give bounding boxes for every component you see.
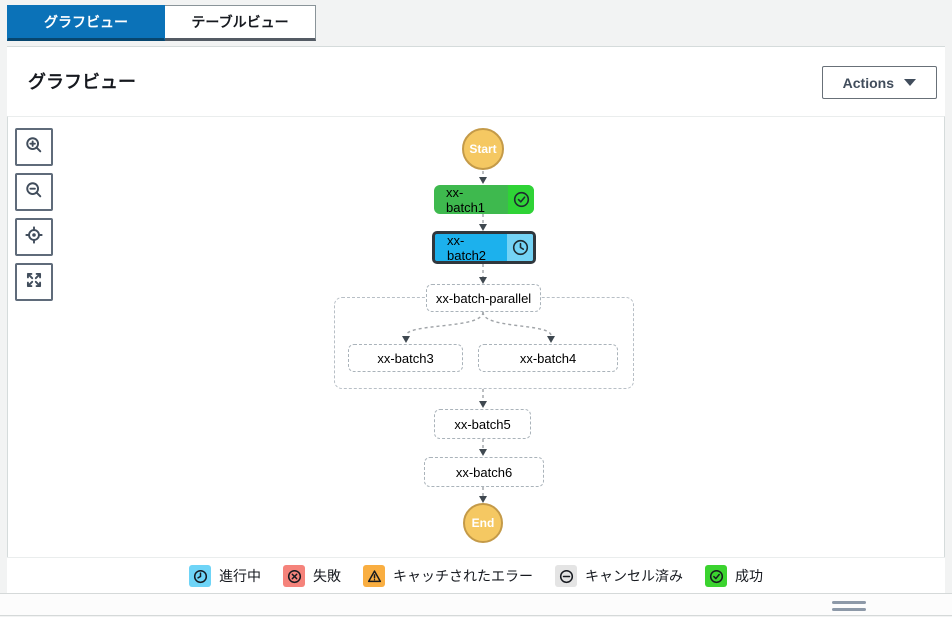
zoom-out-button[interactable] [15,173,53,211]
legend-item-in-progress: 進行中 [189,565,261,587]
tab-graph-view[interactable]: グラフビュー [7,5,165,41]
legend-label: キャンセル済み [585,568,683,584]
check-circle-icon [508,185,534,214]
end-node: End [463,503,503,543]
state-node-label: xx-batch1 [446,185,486,214]
legend-item-caught-error: キャッチされたエラー [363,565,533,587]
canvas-toolbar [15,128,53,301]
warning-triangle-icon [363,565,385,587]
start-node: Start [462,128,504,170]
legend-label: 進行中 [219,568,261,584]
check-circle-icon [705,565,727,587]
view-tabs: グラフビュー テーブルビュー [7,5,316,41]
zoom-in-button[interactable] [15,128,53,166]
fit-to-view-button[interactable] [15,263,53,301]
chevron-down-icon [904,79,916,86]
graph-edges [402,171,555,503]
graph-canvas[interactable]: Start xx-batch1 xx-batch2 [7,116,945,557]
actions-button-label: Actions [842,74,894,91]
legend-label: 失敗 [313,568,341,584]
center-focus-button[interactable] [15,218,53,256]
minus-circle-icon [555,565,577,587]
start-node-label: Start [469,142,497,156]
state-node-batch3[interactable]: xx-batch3 [348,344,463,372]
state-node-batch6[interactable]: xx-batch6 [424,457,544,487]
zoom-in-icon [25,136,43,159]
clock-icon [189,565,211,587]
x-circle-icon [283,565,305,587]
zoom-out-icon [25,181,43,204]
fit-to-view-icon [25,271,43,294]
legend-item-succeeded: 成功 [705,565,763,587]
end-node-label: End [471,516,495,530]
state-node-batch1[interactable]: xx-batch1 [434,185,534,214]
state-node-label: xx-batch2 [447,232,487,263]
tab-table-view[interactable]: テーブルビュー [165,5,316,41]
actions-button[interactable]: Actions [821,66,937,99]
resize-handle[interactable] [832,601,866,611]
legend-label: キャッチされたエラー [393,568,533,584]
state-node-batch5[interactable]: xx-batch5 [434,409,531,439]
state-node-batch2[interactable]: xx-batch2 [432,231,536,264]
split-panel-strip [0,593,952,616]
legend-item-failed: 失敗 [283,565,341,587]
center-focus-icon [25,225,43,249]
status-legend: 進行中 失敗 キャ [7,557,945,594]
page-title: グラフビュー [28,72,136,92]
legend-label: 成功 [735,568,763,584]
graph-view-panel: グラフビュー Actions [7,46,945,594]
legend-item-canceled: キャンセル済み [555,565,683,587]
state-node-parallel[interactable]: xx-batch-parallel [426,284,541,312]
clock-icon [507,234,533,261]
state-node-batch4[interactable]: xx-batch4 [478,344,618,372]
